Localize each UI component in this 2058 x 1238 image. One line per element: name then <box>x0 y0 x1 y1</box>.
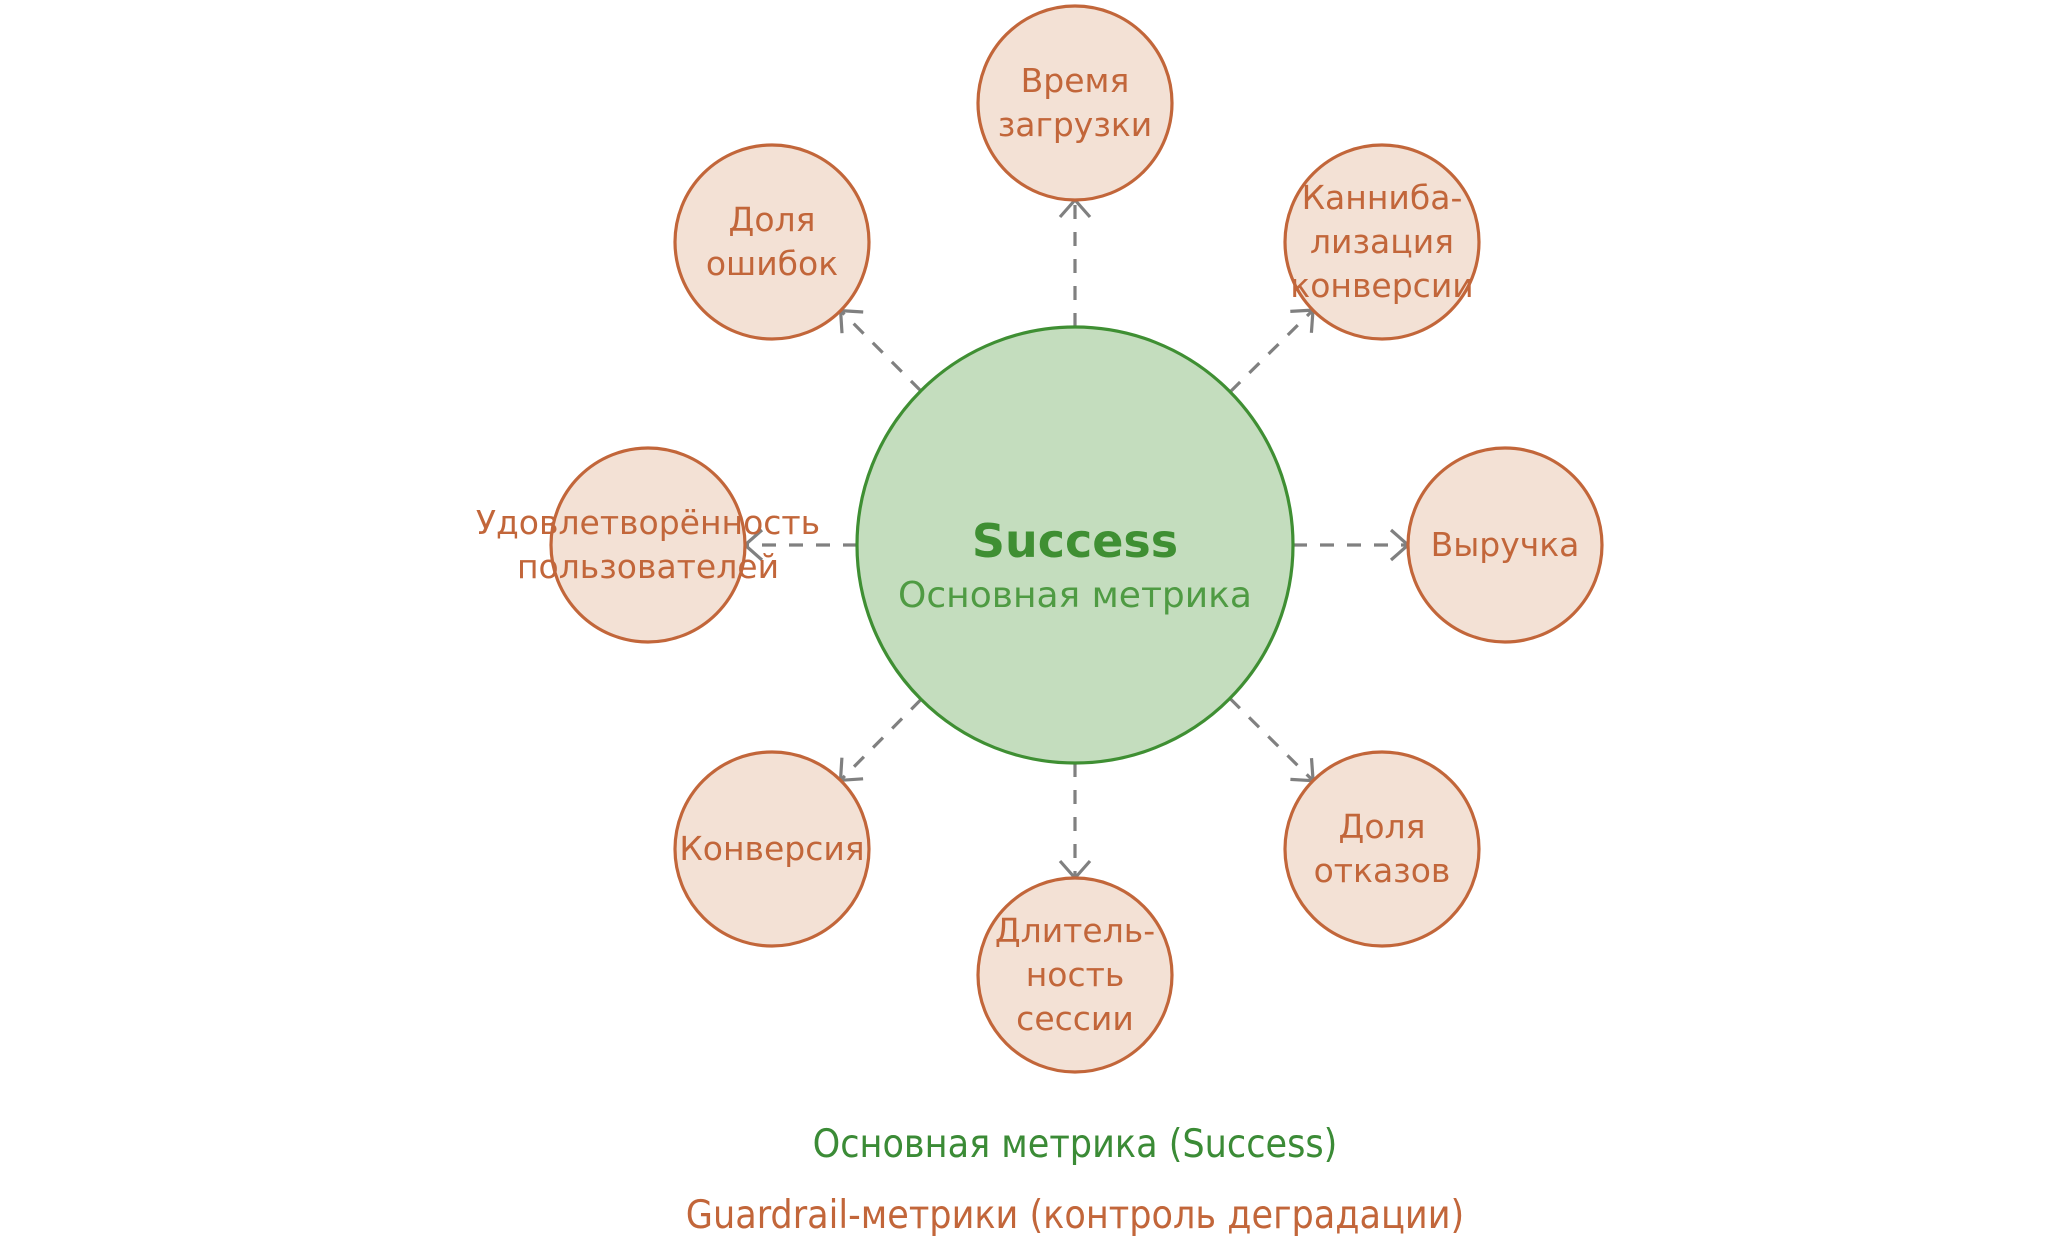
legend-success: Основная метрика (Success) <box>813 1122 1338 1167</box>
connector-layer <box>742 197 1411 881</box>
connector-center-to-bounce-rate <box>1228 697 1315 782</box>
satellite-circle-bounce-rate <box>1283 750 1481 948</box>
satellite-label-user-satisfaction: Удовлетворённость <box>476 503 820 542</box>
satellite-node-load-time[interactable]: Время загрузки <box>976 4 1174 202</box>
satellite-label-session-duration: ность <box>1026 955 1125 994</box>
satellite-circle-user-satisfaction <box>549 446 747 644</box>
satellite-node-user-satisfaction[interactable]: Удовлетворённость пользователей <box>476 446 820 644</box>
satellite-circle-conversion <box>673 750 871 948</box>
satellite-label-cannibalization: Канниба- <box>1302 178 1463 217</box>
satellite-node-error-rate[interactable]: Доля ошибок <box>673 143 871 341</box>
satellite-label-bounce-rate: Доля <box>1339 807 1426 846</box>
satellite-node-bounce-rate[interactable]: Доля отказов <box>1283 750 1481 948</box>
satellite-label-load-time: загрузки <box>998 105 1153 144</box>
center-node-subtitle: Основная метрика <box>898 575 1252 616</box>
center-node-success[interactable] <box>855 325 1295 765</box>
satellite-circle-session-duration <box>976 876 1174 1074</box>
connector-center-to-cannibalization <box>1229 308 1315 394</box>
satellite-circle-error-rate <box>673 143 871 341</box>
center-node-title: Success <box>972 514 1178 568</box>
satellite-circle-cannibalization <box>1283 143 1481 341</box>
connector-center-to-error-rate <box>839 309 922 392</box>
satellite-label-session-duration: сессии <box>1016 999 1134 1038</box>
satellite-label-revenue: Выручка <box>1431 525 1580 564</box>
satellite-node-cannibalization[interactable]: Канниба-лизация конверсии <box>1283 143 1481 341</box>
satellite-label-cannibalization: конверсии <box>1290 266 1473 305</box>
connector-center-to-conversion <box>839 698 923 782</box>
satellite-circle-revenue <box>1406 446 1604 644</box>
satellite-node-revenue[interactable]: Выручка <box>1406 446 1604 644</box>
satellite-circle-load-time <box>976 4 1174 202</box>
satellite-node-conversion[interactable]: Конверсия <box>673 750 871 948</box>
legend-guardrail: Guardrail-метрики (контроль деградации) <box>686 1193 1464 1238</box>
satellite-label-error-rate: Доля <box>729 200 816 239</box>
satellite-node-session-duration[interactable]: Длитель-ность сессии <box>976 876 1174 1074</box>
satellite-label-cannibalization: лизация <box>1310 222 1454 261</box>
legend-layer: Основная метрика (Success) Guardrail-метр… <box>686 1122 1464 1238</box>
satellite-label-load-time: Время <box>1021 61 1130 100</box>
satellite-label-bounce-rate: отказов <box>1314 851 1451 890</box>
satellite-label-conversion: Конверсия <box>679 829 864 868</box>
satellite-label-user-satisfaction: пользователей <box>517 547 779 586</box>
center-node-layer: Success Основная метрика <box>855 325 1295 765</box>
satellite-label-session-duration: Длитель- <box>995 911 1155 950</box>
satellite-label-error-rate: ошибок <box>706 244 838 283</box>
